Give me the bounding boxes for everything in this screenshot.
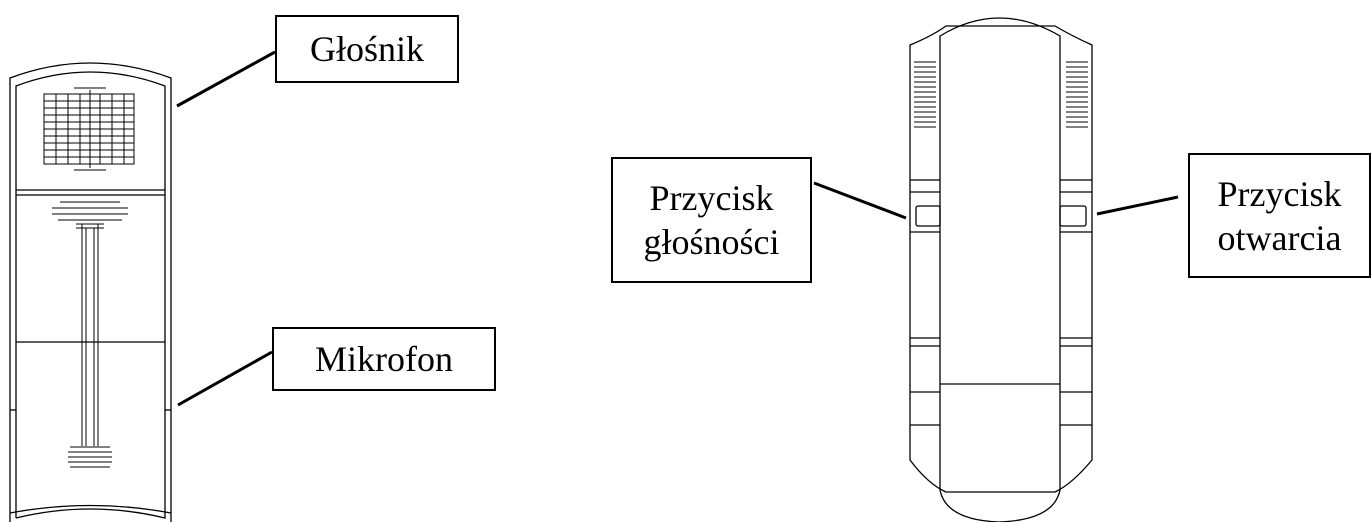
- side-view: [909, 17, 1093, 522]
- microphone-holes: [68, 446, 112, 468]
- side-front-cover: [939, 17, 1061, 522]
- leader-open: [1096, 195, 1179, 216]
- microphone-label-text: Mikrofon: [315, 339, 453, 379]
- speaker-label: Głośnik: [275, 15, 459, 83]
- front-inner-outline: [15, 71, 166, 519]
- volume-button: [915, 205, 941, 227]
- front-outer-body: [9, 62, 172, 522]
- front-view: [9, 62, 172, 522]
- volume-label-line2: głośności: [643, 222, 780, 262]
- leader-mic: [177, 350, 273, 407]
- leader-volume: [813, 181, 907, 220]
- microphone-channel: [76, 223, 104, 446]
- front-bottom-edge: [9, 504, 172, 514]
- side-band-lines: [910, 179, 1092, 426]
- speaker-label-text: Głośnik: [309, 29, 424, 69]
- volume-label-line1: Przycisk: [649, 178, 774, 218]
- speaker-grille: [43, 87, 135, 171]
- open-button: [1059, 205, 1087, 227]
- volume-button-label: Przycisk głośności: [611, 157, 812, 283]
- open-label-line2: otwarcia: [1217, 217, 1342, 258]
- front-slots: [52, 201, 128, 221]
- side-left-vents: [914, 61, 936, 128]
- microphone-label: Mikrofon: [272, 327, 496, 391]
- leader-speaker: [176, 50, 276, 108]
- side-right-vents: [1066, 61, 1088, 128]
- side-rear-body: [909, 25, 1093, 493]
- leader-lines: [176, 50, 1179, 407]
- open-label-line1: Przycisk: [1217, 173, 1342, 214]
- open-button-label: Przycisk otwarcia: [1188, 153, 1371, 278]
